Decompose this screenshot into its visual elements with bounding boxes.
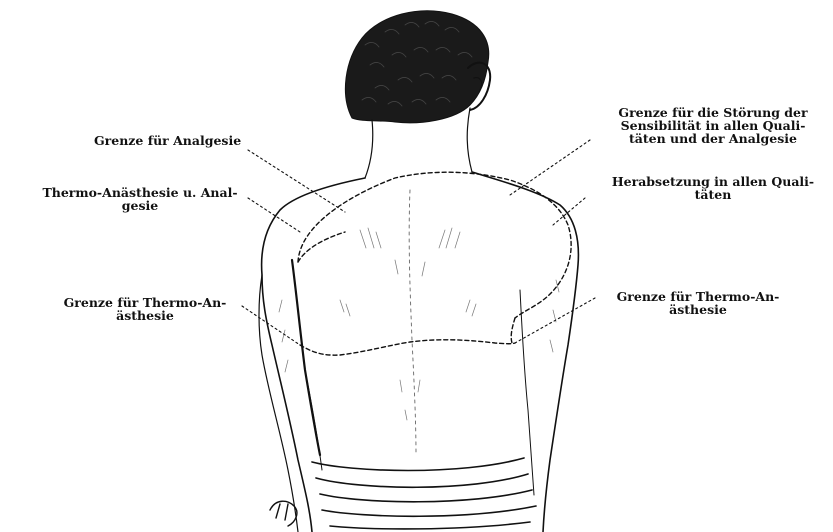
label-analgesie-border: Grenze für Analgesie: [94, 134, 241, 147]
leader-reduction: [553, 198, 585, 225]
right-shoulder-arm: [472, 172, 578, 532]
zone-boundaries: [298, 172, 571, 355]
right-arm-inner: [520, 290, 534, 495]
neck-right: [467, 108, 472, 172]
leader-thermo-right: [515, 298, 595, 343]
spine: [409, 190, 416, 455]
left-blade-boundary: [298, 232, 345, 262]
label-thermo-anaesthesie-analgesie: Thermo-Anästhesie u. Anal- gesie: [6, 186, 274, 212]
back-shading: [279, 228, 559, 420]
right-inner-boundary: [511, 318, 515, 343]
left-shoulder-arm: [262, 178, 365, 532]
label-sensibility-disturbance-border: Grenze für die Störung der Sensibilität …: [596, 106, 830, 145]
label-thermo-border-right: Grenze für Thermo-An- ästhesie: [598, 290, 798, 316]
label-reduction-all-qualities: Herabsetzung in allen Quali- täten: [598, 175, 828, 201]
leader-lines: [242, 140, 595, 345]
label-thermo-border-left: Grenze für Thermo-An- ästhesie: [46, 296, 244, 322]
hair: [345, 11, 488, 123]
waistband: [312, 458, 536, 529]
human-back-illustration: [259, 11, 578, 532]
leader-sensibility: [510, 140, 590, 195]
lower-zone-boundary: [300, 340, 515, 355]
upper-zone-boundary: [298, 172, 571, 318]
left-hand: [270, 501, 297, 526]
neck-left: [365, 120, 373, 178]
